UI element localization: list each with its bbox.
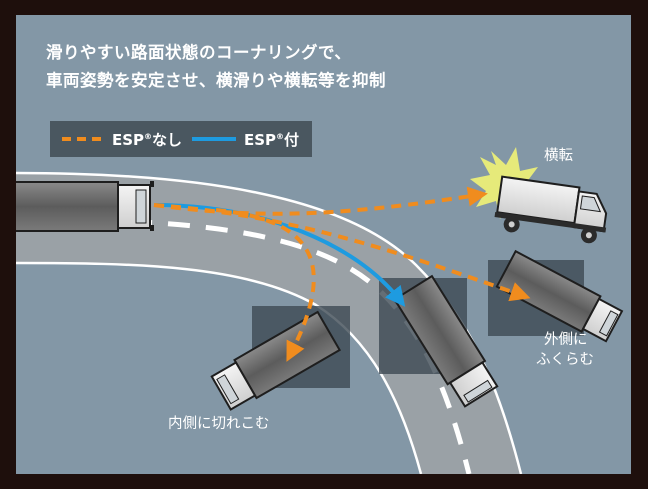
diagram-panel: 滑りやすい路面状態のコーナリングで、 車両姿勢を安定させ、横滑りや横転等を抑制 …	[16, 15, 631, 474]
truck-start	[16, 181, 154, 232]
truck-stable	[393, 274, 499, 408]
heading-line-1: 滑りやすい路面状態のコーナリングで、	[46, 43, 352, 62]
legend-label-esp-off: ESP®なし	[112, 131, 183, 149]
truck-rollover	[494, 175, 608, 244]
legend: ESP®なし ESP®付	[50, 121, 312, 157]
scene	[16, 147, 624, 474]
label-inside: 内側に切れこむ	[168, 416, 270, 432]
legend-label-esp-on: ESP®付	[244, 131, 300, 149]
truck-outside	[495, 249, 624, 343]
label-rollover: 横転	[544, 148, 573, 164]
legend-dash-esp-off	[62, 137, 106, 141]
heading-line-2: 車両姿勢を安定させ、横滑りや横転等を抑制	[46, 71, 386, 90]
path-esp-off-outside	[153, 203, 531, 302]
legend-line-esp-on	[192, 137, 236, 141]
label-outside-line-1: 外側に	[544, 332, 588, 348]
label-outside-line-2: ふくらむ	[536, 352, 594, 368]
path-esp-off-inside	[215, 208, 316, 362]
